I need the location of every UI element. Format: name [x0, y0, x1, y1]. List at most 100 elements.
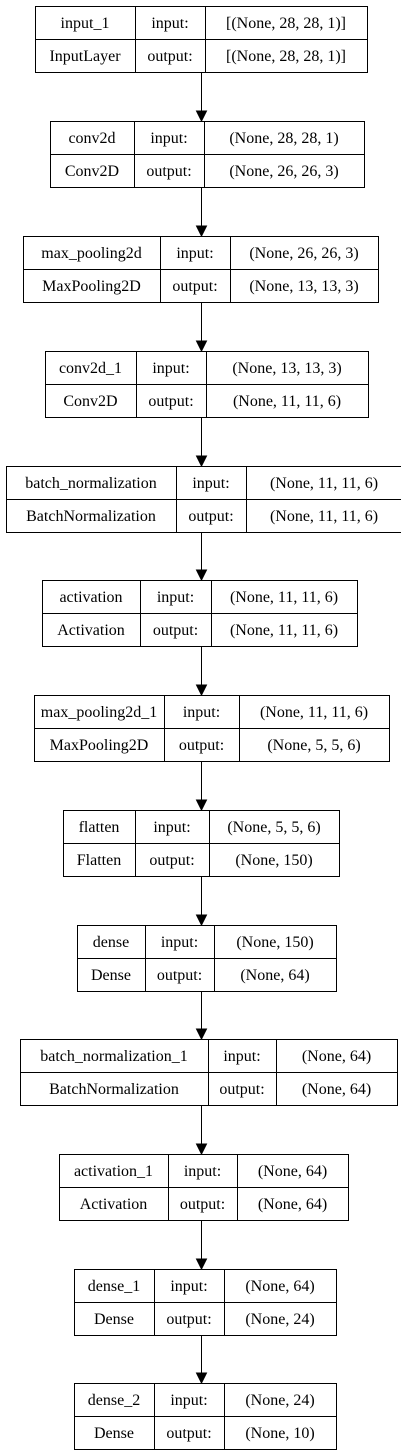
- edge-arrow: [195, 992, 208, 1041]
- arrowhead-icon: [195, 110, 208, 123]
- layer-type-cell: [45, 384, 137, 418]
- layer-name: dense: [93, 934, 129, 951]
- input-shape: (None, 11, 11, 6): [230, 589, 338, 606]
- layer-type-cell: [35, 39, 136, 73]
- arrowhead-icon: [195, 684, 208, 697]
- layer-type: MaxPooling2D: [42, 278, 141, 295]
- arrowhead-icon: [195, 799, 208, 812]
- input-shape-cell: [239, 695, 390, 729]
- layer-name: batch_normalization_1: [40, 1048, 188, 1065]
- input-shape: (None, 11, 11, 6): [260, 704, 368, 721]
- input-label: input:: [157, 589, 194, 606]
- output-label-cell: [136, 384, 207, 418]
- layer-type-cell: [34, 728, 165, 762]
- input-label: input:: [183, 704, 220, 721]
- output-shape: (None, 26, 26, 3): [229, 163, 338, 180]
- output-label: output:: [180, 1196, 225, 1213]
- input-shape: (None, 11, 11, 6): [270, 475, 378, 492]
- arrowhead-icon: [195, 914, 208, 927]
- layer-name-cell: [74, 1269, 155, 1303]
- layer-name: conv2d_1: [59, 360, 122, 377]
- layer-name-cell: [20, 1039, 209, 1073]
- input-shape: (None, 28, 28, 1): [229, 130, 338, 147]
- arrowhead-icon: [195, 1258, 208, 1271]
- layer-node: batch_normalizationBatchNormalizationinp…: [6, 466, 401, 533]
- edge-arrow: [195, 73, 208, 123]
- layer-node: activation_1Activationinput:output:(None…: [59, 1154, 349, 1221]
- output-shape-cell: [246, 499, 401, 533]
- output-label: output:: [219, 1081, 264, 1098]
- input-label: input:: [192, 475, 229, 492]
- input-label: input:: [170, 1392, 207, 1409]
- input-label-cell: [145, 925, 215, 959]
- output-shape: (None, 24): [245, 1311, 314, 1328]
- edge-arrow: [195, 762, 208, 812]
- output-shape: (None, 64): [240, 967, 309, 984]
- input-label: input:: [161, 934, 198, 951]
- output-label: output:: [157, 967, 202, 984]
- input-shape-cell: [230, 236, 379, 270]
- layer-name-cell: [50, 121, 135, 155]
- output-label: output:: [179, 737, 224, 754]
- layer-name-cell: [59, 1154, 169, 1188]
- output-shape-cell: [239, 728, 390, 762]
- output-label-cell: [160, 269, 231, 303]
- input-label-cell: [140, 580, 212, 614]
- output-shape: (None, 11, 11, 6): [230, 622, 338, 639]
- input-shape-cell: [206, 351, 369, 385]
- edge-arrow: [195, 1336, 208, 1385]
- layer-type: Activation: [57, 622, 125, 639]
- output-label-cell: [154, 1416, 225, 1450]
- layer-type: Dense: [91, 967, 131, 984]
- input-shape: [(None, 28, 28, 1)]: [226, 15, 346, 32]
- layer-type: BatchNormalization: [49, 1081, 179, 1098]
- layer-name: max_pooling2d_1: [41, 704, 157, 721]
- layer-node: max_pooling2d_1MaxPooling2Dinput:output:…: [34, 695, 390, 762]
- input-label-cell: [168, 1154, 238, 1188]
- input-shape: (None, 64): [302, 1048, 371, 1065]
- input-label: input:: [170, 1278, 207, 1295]
- output-label-cell: [164, 728, 240, 762]
- output-label: output:: [188, 508, 233, 525]
- input-shape: (None, 13, 13, 3): [232, 360, 341, 377]
- output-label-cell: [134, 154, 205, 188]
- input-label: input:: [153, 819, 190, 836]
- input-shape-cell: [214, 925, 337, 959]
- layer-name: dense_1: [88, 1278, 140, 1295]
- layer-type: BatchNormalization: [26, 508, 156, 525]
- input-label-cell: [176, 466, 247, 500]
- layer-name: flatten: [79, 819, 120, 836]
- layer-name-cell: [74, 1383, 155, 1417]
- output-label: output:: [153, 622, 198, 639]
- layer-name-cell: [42, 580, 141, 614]
- layer-type: Conv2D: [63, 393, 117, 410]
- output-label: output:: [147, 48, 192, 65]
- output-shape: (None, 10): [245, 1425, 314, 1442]
- output-label-cell: [208, 1072, 277, 1106]
- input-shape-cell: [237, 1154, 349, 1188]
- output-shape-cell: [224, 1302, 337, 1336]
- layer-type-cell: [63, 843, 136, 877]
- layer-node: activationActivationinput:output:(None, …: [42, 580, 358, 647]
- output-shape: (None, 11, 11, 6): [233, 393, 341, 410]
- edge-arrow: [195, 188, 208, 238]
- input-label: input:: [223, 1048, 260, 1065]
- arrowhead-icon: [195, 1028, 208, 1041]
- edge-arrow: [195, 877, 208, 927]
- output-shape: (None, 150): [235, 852, 312, 869]
- edge-arrow: [195, 418, 208, 468]
- layer-name: max_pooling2d: [41, 245, 141, 262]
- input-label-cell: [208, 1039, 277, 1073]
- arrowhead-icon: [195, 455, 208, 468]
- layer-type-cell: [23, 269, 161, 303]
- input-shape: (None, 24): [245, 1392, 314, 1409]
- output-shape-cell: [205, 39, 368, 73]
- input-shape-cell: [276, 1039, 398, 1073]
- layer-type: Dense: [94, 1311, 134, 1328]
- input-label: input:: [184, 1163, 221, 1180]
- layer-name: dense_2: [88, 1392, 140, 1409]
